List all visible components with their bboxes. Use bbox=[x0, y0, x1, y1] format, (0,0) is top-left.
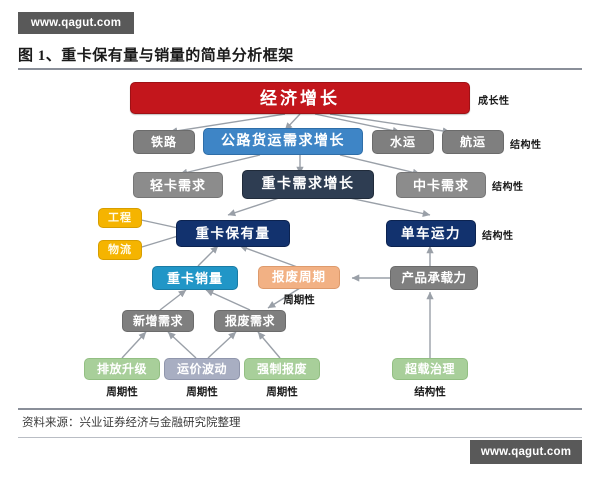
node-road-freight[interactable]: 公路货运需求增长 bbox=[203, 128, 363, 155]
caption-overload-control: 结构性 bbox=[414, 387, 446, 398]
node-logistics[interactable]: 物流 bbox=[98, 240, 142, 260]
node-water-transport[interactable]: 水运 bbox=[372, 130, 434, 154]
node-heavy-truck-sales[interactable]: 重卡销量 bbox=[152, 266, 238, 290]
tag-structural-row3: 结构性 bbox=[492, 182, 524, 193]
node-heavy-truck-stock[interactable]: 重卡保有量 bbox=[176, 220, 290, 247]
node-new-demand[interactable]: 新增需求 bbox=[122, 310, 194, 332]
node-unit-capacity[interactable]: 单车运力 bbox=[386, 220, 476, 247]
node-product-load-capacity[interactable]: 产品承载力 bbox=[390, 266, 478, 290]
diagram-canvas: 经济增长 成长性 铁路 公路货运需求增长 水运 航运 结构性 轻卡需求 重卡需求… bbox=[0, 70, 600, 408]
divider-top bbox=[18, 68, 582, 70]
tag-structural-row4: 结构性 bbox=[482, 231, 514, 242]
caption-emission-upgrade: 周期性 bbox=[106, 387, 138, 398]
caption-forced-scrappage: 周期性 bbox=[266, 387, 298, 398]
caption-freight-rate: 周期性 bbox=[186, 387, 218, 398]
divider-bottom bbox=[18, 408, 582, 410]
caption-scrap-cycle: 周期性 bbox=[283, 295, 315, 306]
node-economy[interactable]: 经济增长 bbox=[130, 82, 470, 114]
node-emission-upgrade[interactable]: 排放升级 bbox=[84, 358, 160, 380]
source-note: 资料来源：兴业证券经济与金融研究院整理 bbox=[22, 417, 241, 429]
node-heavy-truck-demand[interactable]: 重卡需求增长 bbox=[242, 170, 374, 199]
node-overload-control[interactable]: 超载治理 bbox=[392, 358, 468, 380]
page-title: 图 1、重卡保有量与销量的简单分析框架 bbox=[18, 48, 294, 64]
divider-footer bbox=[18, 437, 582, 438]
watermark-bottom: www.qagut.com bbox=[470, 440, 582, 464]
tag-structural-row2: 结构性 bbox=[510, 140, 542, 151]
node-medium-truck-demand[interactable]: 中卡需求 bbox=[396, 172, 486, 198]
node-scrap-cycle[interactable]: 报废周期 bbox=[258, 266, 340, 289]
tag-growth: 成长性 bbox=[478, 96, 510, 107]
node-forced-scrappage[interactable]: 强制报废 bbox=[244, 358, 320, 380]
node-light-truck-demand[interactable]: 轻卡需求 bbox=[133, 172, 223, 198]
node-engineering[interactable]: 工程 bbox=[98, 208, 142, 228]
node-air-transport[interactable]: 航运 bbox=[442, 130, 504, 154]
node-rail[interactable]: 铁路 bbox=[133, 130, 195, 154]
node-freight-rate-fluctuation[interactable]: 运价波动 bbox=[164, 358, 240, 380]
node-scrap-demand[interactable]: 报废需求 bbox=[214, 310, 286, 332]
watermark-top: www.qagut.com bbox=[18, 12, 134, 34]
